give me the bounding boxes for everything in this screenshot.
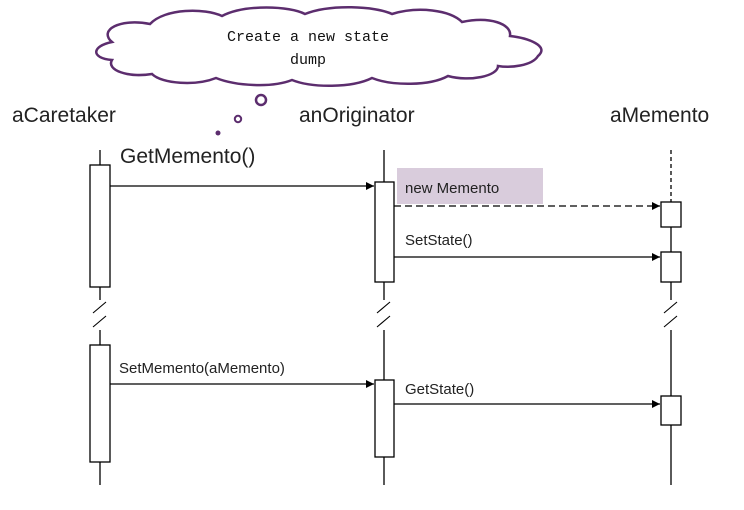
message-get-state-label: GetState() xyxy=(405,381,474,398)
message-set-memento-label: SetMemento(aMemento) xyxy=(119,360,285,377)
time-break-memento xyxy=(663,301,678,328)
object-caretaker: aCaretaker xyxy=(12,104,116,127)
message-get-memento-label: GetMemento() xyxy=(120,145,255,168)
activation-originator-2 xyxy=(374,379,395,458)
cloud-shape xyxy=(95,6,543,87)
activation-originator-1 xyxy=(374,181,395,283)
bubble-dot-large xyxy=(254,93,268,107)
activation-caretaker-1 xyxy=(89,164,111,288)
object-originator: anOriginator xyxy=(299,104,415,127)
bubble-dot-small xyxy=(215,130,221,136)
time-break-originator xyxy=(376,301,391,328)
message-new-memento-label: new Memento xyxy=(405,180,499,197)
thought-line-2: dump xyxy=(290,52,326,69)
activation-memento-1 xyxy=(660,201,682,228)
activation-caretaker-2 xyxy=(89,344,111,463)
thought-line-1: Create a new state xyxy=(227,29,389,46)
message-set-state-label: SetState() xyxy=(405,232,473,249)
object-memento: aMemento xyxy=(610,104,709,127)
thought-bubble: Create a new state dump xyxy=(95,6,543,136)
time-break-caretaker xyxy=(92,301,107,328)
activation-memento-2 xyxy=(660,251,682,283)
new-memento-highlight xyxy=(397,168,543,204)
activation-memento-3 xyxy=(660,395,682,426)
bubble-dot-medium xyxy=(233,114,243,124)
